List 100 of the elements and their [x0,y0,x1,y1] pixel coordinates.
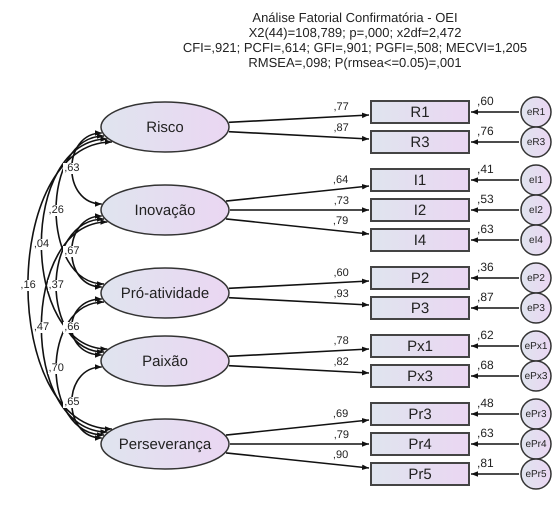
arrow [226,184,370,202]
edge-label: ,87 [332,123,350,134]
arrow [471,441,519,447]
indicator-box: Px3 [370,364,470,388]
edge-label: ,79 [332,216,350,228]
edge-label: ,47 [32,322,50,332]
error-circle: ePr3 [520,398,552,430]
arrow [471,139,519,145]
error-circle: eP3 [520,292,552,324]
error-circle: eP2 [520,262,552,294]
fit-statistics-text: CFI=,921; PCFI=,614; GFI=,901; PGFI=,508; MECVI=1,205 [182,40,528,55]
indicator-box: I4 [370,228,470,252]
edge-label: ,65 [63,397,81,408]
arrow [228,130,370,142]
r-squared-value: ,36 [477,261,494,274]
indicator-box: Px1 [370,334,470,358]
edge-label: ,73 [332,196,350,206]
error-circle: ePx3 [520,360,552,392]
r-squared-value: ,53 [477,193,494,206]
indicator-box: R3 [370,130,470,154]
arrow [228,112,370,124]
edge-label: ,93 [332,289,350,300]
covariance-arrow [40,138,108,350]
indicator-box: P2 [370,266,470,290]
indicator-box: R1 [370,100,470,124]
diagram-title: Análise Fatorial Confirmatória - OEI [251,10,459,25]
r-squared-value: ,63 [477,223,494,236]
covariance-arrow [70,131,102,206]
r-squared-value: ,76 [477,125,494,138]
arrow [228,278,370,290]
covariance-arrow [55,300,104,437]
arrow [230,207,369,213]
edge-label: ,69 [332,408,350,420]
arrow [228,346,370,358]
arrow [471,275,519,281]
covariance-arrow [70,365,102,440]
indicator-box: P3 [370,296,470,320]
arrow [230,441,369,447]
latent-variable-ellipse: Inovação [100,184,230,236]
covariance-arrow [55,134,104,286]
indicator-box: I1 [370,168,470,192]
edge-label: ,60 [332,268,350,279]
indicator-box: Pr3 [370,402,470,426]
fit-statistics-text: X2(44)=108,789; p=,000; x2df=2,472 [248,25,462,40]
r-squared-value: ,87 [477,291,494,304]
arrow [471,373,519,379]
arrow [228,364,370,376]
edge-label: ,79 [332,430,350,440]
error-circle: eI2 [520,194,552,226]
edge-label: ,82 [332,357,350,368]
fit-statistics-text: RMSEA=,098; P(rmsea<=0.05)=,001 [247,55,463,70]
latent-variable-ellipse: Risco [100,101,230,153]
error-circle: ePx1 [520,330,552,362]
edge-label: ,77 [332,102,350,113]
arrow [471,305,519,311]
arrow [226,418,370,436]
error-circle: ePr5 [520,458,552,490]
covariance-arrow [40,220,108,434]
error-circle: eI4 [520,224,552,256]
arrow [228,296,370,308]
latent-variable-ellipse: Pró-atividade [100,267,230,319]
arrow [471,471,519,477]
edge-label: ,16 [19,280,37,291]
error-circle: eR1 [520,96,552,128]
arrow [471,237,519,243]
covariance-arrow [70,297,102,357]
covariance-arrow [55,217,104,354]
r-squared-value: ,41 [477,163,494,176]
error-circle: eR3 [520,126,552,158]
indicator-box: Pr4 [370,432,470,456]
indicator-box: I2 [370,198,470,222]
covariance-arrow [70,214,102,289]
edge-label: ,90 [332,450,350,462]
indicator-box: Pr5 [370,462,470,486]
latent-variable-ellipse: Perseverança [100,418,230,470]
arrow [471,207,519,213]
edge-label: ,26 [48,204,65,216]
latent-variable-ellipse: Paixão [100,335,230,387]
covariance-arrow [27,140,112,430]
arrow [471,109,519,115]
arrow [471,177,519,183]
error-circle: ePr4 [520,428,552,460]
r-squared-value: ,62 [477,329,494,342]
arrow [471,343,519,349]
error-circle: eI1 [520,164,552,196]
r-squared-value: ,48 [477,397,494,410]
edge-label: ,64 [332,174,350,186]
arrow [226,452,370,470]
edge-label: ,63 [63,163,81,174]
edge-label: ,04 [32,238,50,250]
arrow [226,218,370,236]
r-squared-value: ,63 [477,427,494,440]
r-squared-value: ,60 [477,95,494,108]
edge-label: ,37 [48,280,65,291]
edge-label: ,66 [63,322,81,332]
edge-label: ,67 [63,246,81,257]
edge-label: ,78 [332,336,350,347]
r-squared-value: ,81 [477,457,494,470]
r-squared-value: ,68 [477,359,494,372]
edge-label: ,70 [48,363,65,374]
